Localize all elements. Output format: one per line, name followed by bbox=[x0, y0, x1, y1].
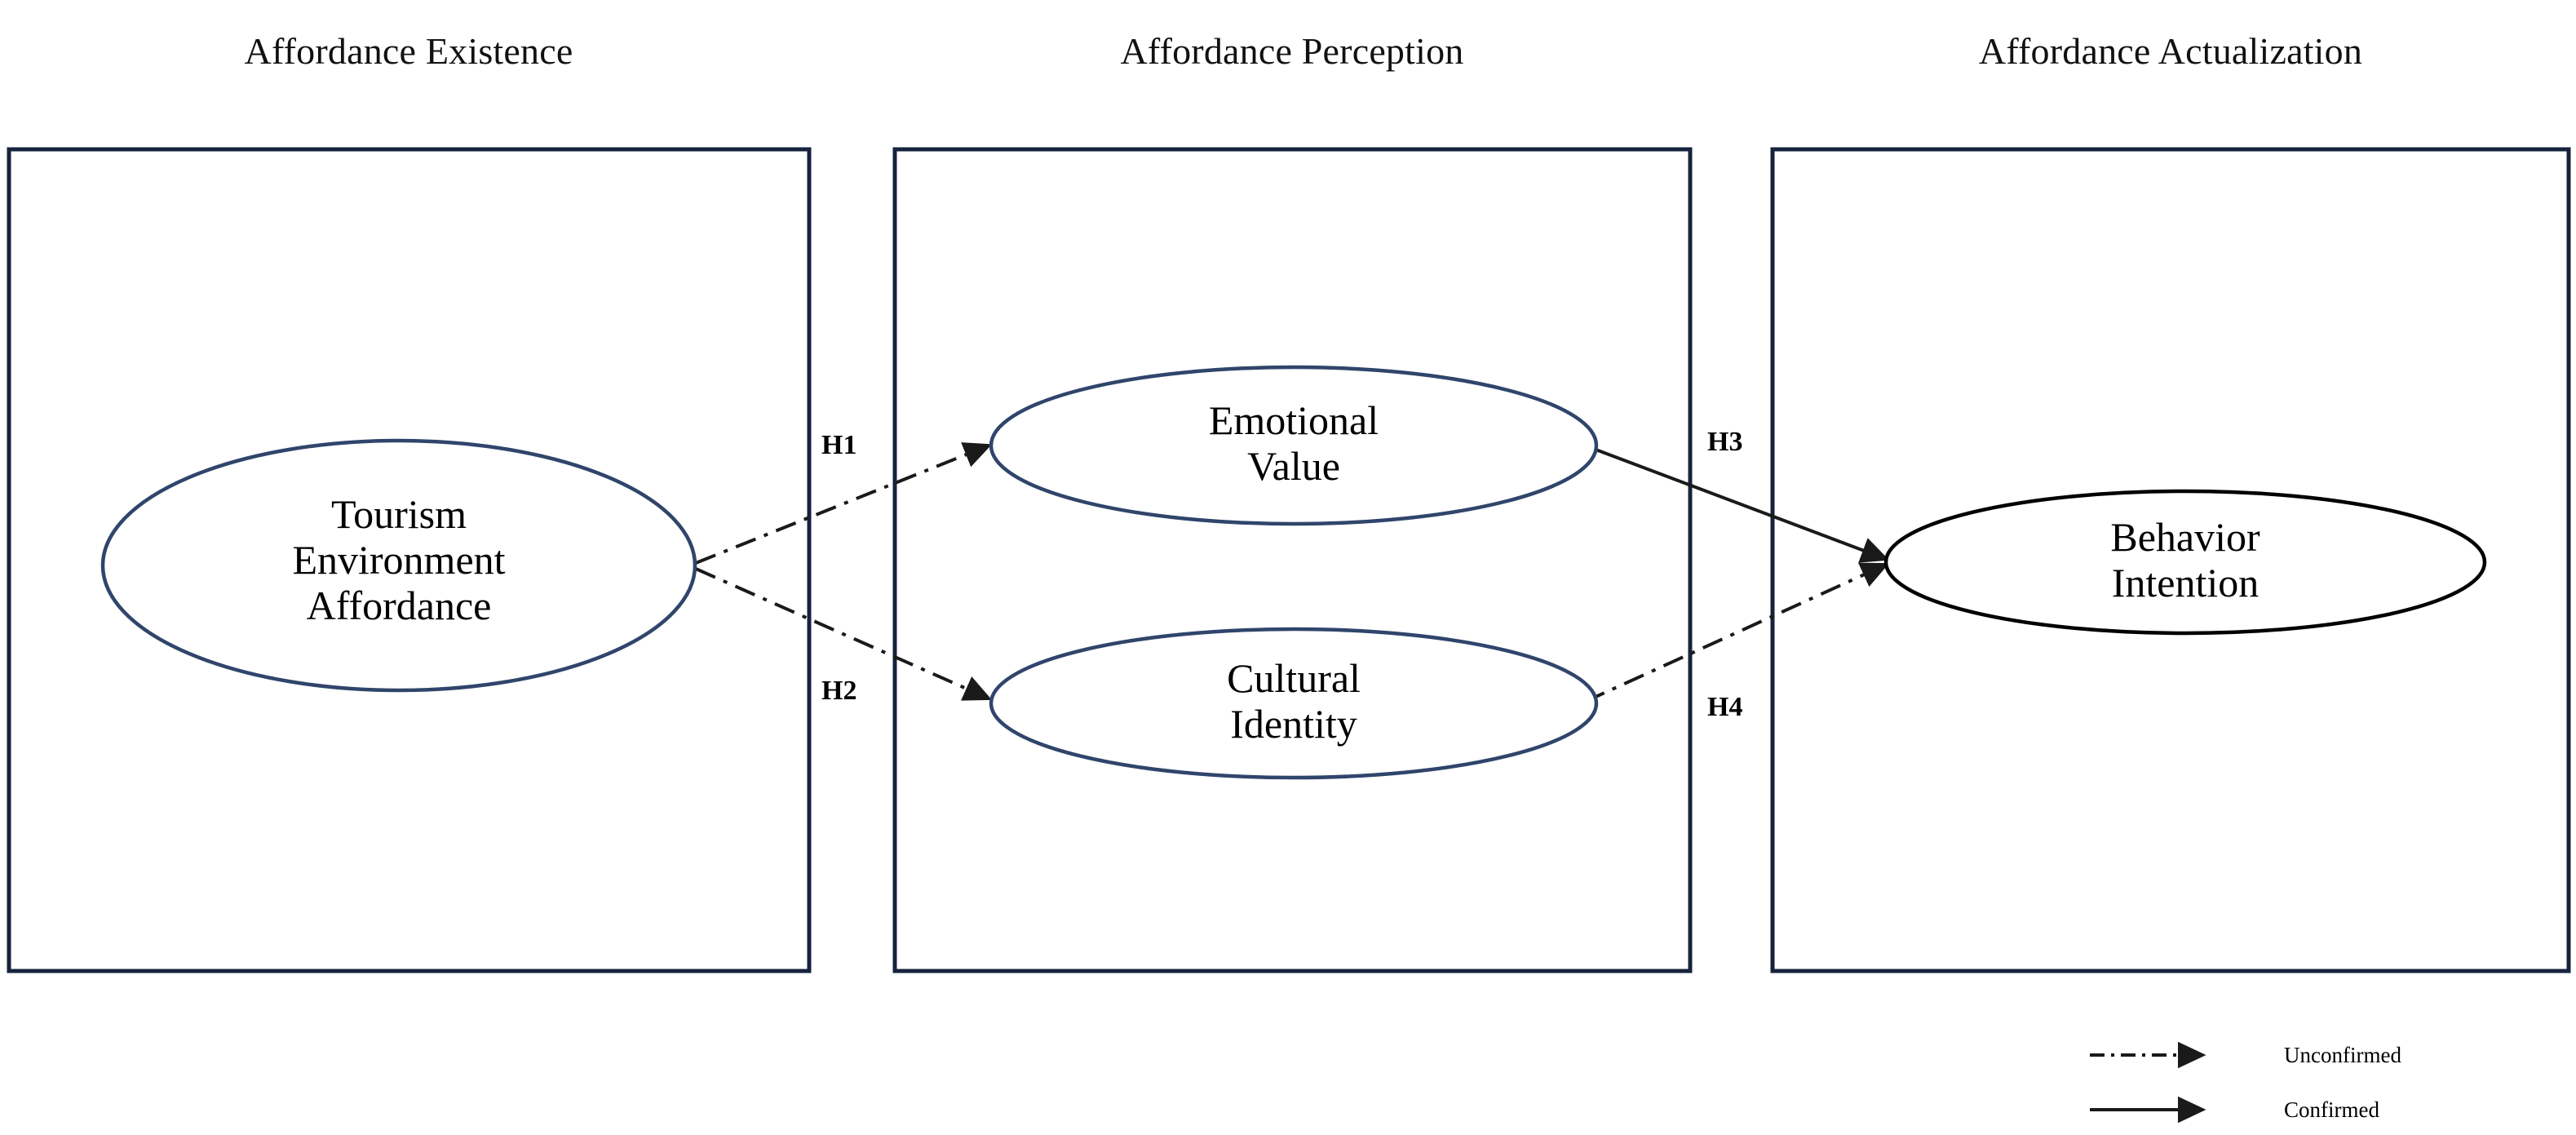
node-ellipse-behavior-intention[interactable] bbox=[1883, 489, 2487, 636]
node-ellipse-emotional-value[interactable] bbox=[989, 365, 1599, 526]
node-ellipse-tourism-environment-affordance[interactable] bbox=[100, 438, 697, 693]
stage-box-actualization bbox=[1770, 147, 2571, 973]
stage-box-existence bbox=[7, 147, 812, 973]
stage-header-actualization: Affordance Actualization bbox=[1978, 30, 2363, 72]
hypothesis-label-h3: H3 bbox=[1707, 427, 1743, 457]
hypothesis-label-h1: H1 bbox=[821, 430, 857, 460]
connector-h2 bbox=[695, 567, 993, 701]
connector-h4 bbox=[1584, 562, 1890, 703]
legend-label-confirmed: Confirmed bbox=[2284, 1097, 2379, 1122]
connector-h3 bbox=[1584, 444, 1890, 563]
legend-label-unconfirmed: Unconfirmed bbox=[2284, 1043, 2401, 1067]
stage-header-existence: Affordance Existence bbox=[244, 30, 573, 72]
connector-h1 bbox=[695, 442, 993, 565]
hypothesis-label-h4: H4 bbox=[1707, 692, 1743, 722]
hypothesis-label-h2: H2 bbox=[821, 676, 857, 706]
stage-header-perception: Affordance Perception bbox=[1120, 30, 1464, 72]
stage-box-perception bbox=[892, 147, 1693, 973]
node-ellipse-cultural-identity[interactable] bbox=[989, 627, 1599, 780]
